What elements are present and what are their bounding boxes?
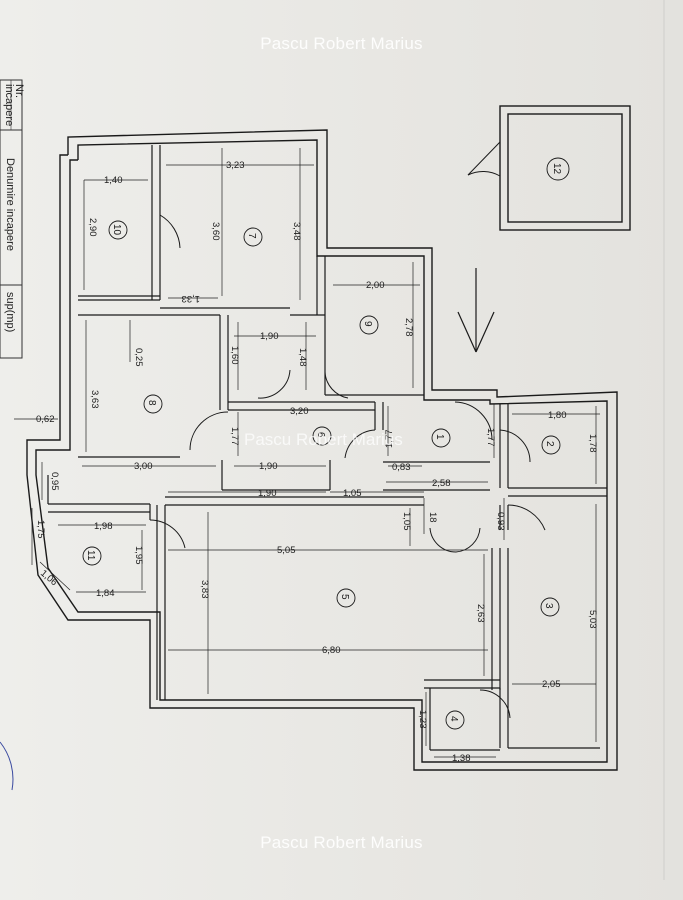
dim-label: 1,06 <box>38 568 59 588</box>
dim-label: 1,05 <box>401 512 412 531</box>
dim-label: 1,40 <box>104 175 123 186</box>
room-7-number: 7 <box>246 233 257 239</box>
dim-label: 0,95 <box>49 472 60 491</box>
watermark-top: Pascu Robert Marius <box>260 34 423 53</box>
watermark-bottom: Pascu Robert Marius <box>260 833 423 852</box>
room-11-number: 11 <box>85 550 96 561</box>
dim-label: 18 <box>427 512 438 523</box>
dim-label: 0,62 <box>36 414 55 425</box>
dim-label: 3,63 <box>89 390 100 409</box>
legend-nr: Nr. <box>13 84 25 98</box>
room-8-number: 8 <box>146 400 157 406</box>
dim-label: 1,60 <box>229 346 240 365</box>
room-12-number: 12 <box>551 163 562 175</box>
dim-label: 5,03 <box>587 610 598 629</box>
dim-label: 2,58 <box>432 478 451 489</box>
dim-label: 3,23 <box>226 160 245 171</box>
dim-label: 1,84 <box>96 588 115 599</box>
dim-label: 2,05 <box>542 679 561 690</box>
legend-area: sup(mp) <box>4 292 16 332</box>
dim-label: 3,60 <box>210 222 221 241</box>
room-4-number: 4 <box>448 716 459 722</box>
dimension-labels: 1,40 3,23 2,90 3,60 3,48 1,33 2,00 2,78 … <box>35 160 598 764</box>
legend-room-name: Denumire incapere <box>4 158 16 251</box>
dim-label: 5,05 <box>277 545 296 556</box>
doors <box>149 141 546 719</box>
dim-label: 1,77 <box>384 430 395 449</box>
entrance-arrow <box>457 268 495 353</box>
room-2-number: 2 <box>544 441 555 447</box>
dim-label: 3,00 <box>134 461 153 472</box>
room-1-number: 1 <box>434 434 445 440</box>
watermark-center: Pascu Robert Marius <box>244 430 403 449</box>
room-numbers: 1 2 3 4 5 6 7 8 9 10 11 12 <box>85 163 562 722</box>
room-9-number: 9 <box>362 321 373 327</box>
dim-label: 1,05 <box>343 488 362 499</box>
dim-label: 2,63 <box>475 604 486 623</box>
dim-label: 3,48 <box>291 222 302 241</box>
dim-label: 3,83 <box>199 580 210 599</box>
dim-label: 2,00 <box>366 280 385 291</box>
dim-label: 1,90 <box>260 331 279 342</box>
dim-label: 1,77 <box>485 428 496 447</box>
room-6-number: 6 <box>315 432 326 438</box>
room-markers <box>82 157 570 730</box>
dim-label: 1,95 <box>133 546 144 565</box>
dim-label: 2,90 <box>87 218 98 237</box>
dim-label: 6,80 <box>322 645 341 656</box>
dim-label: 1,33 <box>182 293 201 304</box>
legend-incapere: incapere <box>3 84 15 126</box>
dim-label: 1,90 <box>258 488 277 499</box>
dim-label: 0,25 <box>133 348 144 367</box>
dim-label: 3,20 <box>290 406 309 417</box>
dim-label: 1,23 <box>417 710 428 729</box>
outer-walls <box>26 105 631 771</box>
room-3-number: 3 <box>543 603 554 609</box>
legend-table: Nr. incapere Denumire incapere sup(mp) <box>0 79 25 359</box>
dim-label: 1,98 <box>94 521 113 532</box>
dim-label: 1,78 <box>587 434 598 453</box>
room-10-number: 10 <box>111 224 122 236</box>
dim-label: 1,75 <box>35 520 46 539</box>
dimension-lines <box>14 148 600 758</box>
dim-label: 1,80 <box>548 410 567 421</box>
room-5-number: 5 <box>339 594 350 600</box>
dim-label: 1,38 <box>452 753 471 764</box>
dim-label: 1,48 <box>297 348 308 367</box>
dim-label: 1,77 <box>229 427 240 446</box>
stamp-fragment <box>0 741 14 791</box>
dim-label: 1,90 <box>259 461 278 472</box>
dim-label: 0,93 <box>495 512 506 531</box>
dim-label: 0,83 <box>392 462 411 473</box>
dim-label: 2,78 <box>403 318 414 337</box>
